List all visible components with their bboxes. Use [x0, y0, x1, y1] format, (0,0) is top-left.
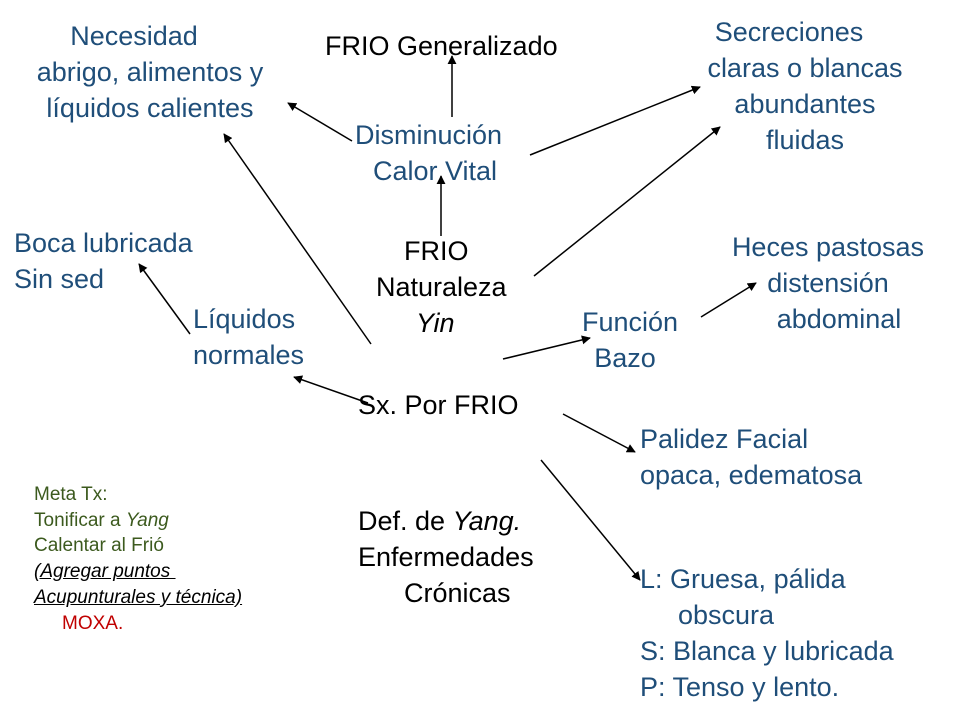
node-heces: Heces pastosas distensión abdominal — [700, 229, 956, 337]
necesidad-line-2: abrigo, alimentos y — [36, 57, 264, 87]
arrow-naturaleza-to-secreciones — [533, 126, 721, 277]
meta-tx-line-4: (Agregar puntos — [34, 561, 176, 583]
liquidos-line-1: Líquidos — [193, 304, 296, 334]
arrow-disminucion-to-necesidad — [287, 102, 353, 142]
palidez-line-2: opaca, edematosa — [640, 460, 863, 490]
meta-tx-line-2-emphasis: Yang — [125, 509, 169, 531]
secreciones-line-4: fluidas — [765, 125, 845, 155]
frio-generalizado-text: FRIO Generalizado — [325, 31, 558, 61]
secreciones-line-2: claras o blancas — [707, 53, 903, 83]
node-def-yang: Def. de Yang. Enfermedades Crónicas — [358, 503, 534, 611]
frio-line-1: FRIO — [404, 236, 469, 266]
def-yang-line-2: Enfermedades — [358, 542, 534, 572]
heces-line-2: distensión — [767, 268, 889, 298]
liquidos-line-2: normales — [193, 340, 305, 370]
heces-line-1: Heces pastosas — [731, 232, 925, 262]
meta-tx-line-3: Calentar al Frió — [34, 535, 164, 557]
def-yang-line-1: Def. de Yang. — [358, 503, 534, 539]
node-disminucion: Disminución Calor Vital — [355, 117, 502, 189]
def-yang-emphasis: Yang. — [452, 506, 522, 536]
arrow-sx-to-liquidos — [293, 375, 369, 404]
boca-line-1: Boca lubricada — [14, 228, 193, 258]
node-necesidad: Necesidad abrigo, alimentos y líquidos c… — [2, 18, 298, 126]
lengua-line-3: S: Blanca y lubricada — [640, 636, 894, 666]
meta-tx-note: Meta Tx: Tonificar a Yang Calentar al Fr… — [34, 482, 242, 636]
meta-tx-line-6: MOXA. — [62, 612, 124, 634]
arrow-funcion-to-heces — [700, 282, 757, 318]
lengua-line-4: P: Tenso y lento. — [640, 672, 840, 702]
meta-tx-line-5: Acupunturales y técnica) — [34, 586, 243, 608]
node-frio-generalizado: FRIO Generalizado — [325, 28, 558, 64]
node-frio-naturaleza: FRIO Naturaleza Yin — [376, 233, 507, 341]
secreciones-line-3: abundantes — [734, 89, 876, 119]
heces-line-3: abdominal — [776, 304, 902, 334]
node-secreciones: Secreciones claras o blancas abundantes … — [680, 14, 930, 158]
meta-tx-line-2-prefix: Tonificar a — [34, 509, 126, 531]
arrow-sx-to-lengua — [540, 459, 641, 581]
arrow-liquidos-to-boca — [138, 263, 191, 335]
meta-tx-line-2: Tonificar a Yang — [34, 508, 242, 534]
disminucion-line-2: Calor Vital — [373, 156, 498, 186]
palidez-line-1: Palidez Facial — [640, 424, 809, 454]
meta-tx-line-1: Meta Tx: — [34, 484, 108, 505]
sx-text: Sx. Por FRIO — [358, 390, 519, 420]
node-boca: Boca lubricada Sin sed — [14, 225, 193, 297]
node-liquidos: Líquidos normales — [193, 301, 304, 373]
node-funcion: Función Bazo — [566, 304, 694, 376]
necesidad-line-1: Necesidad — [70, 21, 198, 51]
secreciones-line-1: Secreciones — [714, 17, 864, 47]
arrow-disminucion-to-secreciones — [529, 85, 701, 156]
funcion-line-1: Función — [581, 307, 679, 337]
node-sx-por-frio: Sx. Por FRIO — [358, 387, 519, 423]
lengua-line-2: obscura — [678, 600, 775, 630]
arrow-sx-to-necesidad — [223, 133, 372, 345]
node-palidez: Palidez Facial opaca, edematosa — [640, 421, 862, 493]
arrow-sx-to-funcion — [502, 335, 591, 360]
disminucion-line-1: Disminución — [355, 120, 503, 150]
def-yang-line-3: Crónicas — [404, 578, 511, 608]
lengua-line-1: L: Gruesa, pálida — [640, 564, 846, 594]
def-yang-prefix: Def. de — [358, 506, 453, 536]
frio-line-3: Yin — [416, 308, 455, 338]
arrow-sx-to-palidez — [562, 413, 636, 453]
frio-line-2: Naturaleza — [376, 272, 507, 302]
node-lengua-pulso: L: Gruesa, pálida obscura S: Blanca y lu… — [640, 561, 894, 705]
boca-line-2: Sin sed — [14, 264, 105, 294]
necesidad-line-3: líquidos calientes — [46, 93, 254, 123]
funcion-line-2: Bazo — [594, 343, 656, 373]
